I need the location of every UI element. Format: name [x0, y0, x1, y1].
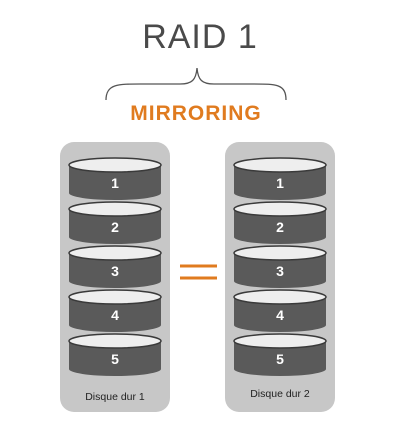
- drive-1: 1 2 3 4 5 Disque dur 1: [60, 142, 170, 412]
- equals-sign: [180, 264, 217, 280]
- disk-top: [68, 201, 162, 217]
- disk-cylinder: 1: [233, 157, 327, 200]
- disk-label: 1: [276, 175, 284, 191]
- disk-body: [234, 209, 326, 244]
- disk-cylinder: 4: [68, 289, 162, 332]
- disk-cylinder: 2: [233, 201, 327, 244]
- diagram-subtitle: MIRRORING: [130, 102, 262, 125]
- disk-top: [68, 333, 162, 349]
- disk-label: 3: [276, 263, 284, 279]
- disk-cylinder: 5: [68, 333, 162, 376]
- disk-label: 2: [276, 219, 284, 235]
- disk-body: [69, 165, 161, 200]
- disk-cylinder: 2: [68, 201, 162, 244]
- disk-label: 2: [111, 219, 119, 235]
- disk-body: [234, 253, 326, 288]
- disk-top: [233, 157, 327, 173]
- disk-body: [234, 297, 326, 332]
- disk-top: [233, 201, 327, 217]
- disk-label: 4: [111, 307, 119, 323]
- disk-top: [233, 245, 327, 261]
- disk-label: 5: [276, 351, 284, 367]
- disk-body: [69, 253, 161, 288]
- disk-stack: 1 2 3 4 5: [233, 157, 327, 376]
- disk-body: [69, 297, 161, 332]
- disk-label: 4: [276, 307, 284, 323]
- disk-body: [69, 341, 161, 376]
- disk-cylinder: 4: [233, 289, 327, 332]
- disk-top: [68, 245, 162, 261]
- disk-cylinder: 3: [233, 245, 327, 288]
- drive-label: Disque dur 2: [250, 388, 310, 400]
- disk-body: [234, 165, 326, 200]
- disk-cylinder: 1: [68, 157, 162, 200]
- disk-body: [234, 341, 326, 376]
- disk-cylinder: 5: [233, 333, 327, 376]
- disk-top: [233, 289, 327, 305]
- drive-2: 1 2 3 4 5 Disque dur 2: [225, 142, 335, 412]
- disk-label: 1: [111, 175, 119, 191]
- disk-top: [233, 333, 327, 349]
- disk-cylinder: 3: [68, 245, 162, 288]
- disk-label: 5: [111, 351, 119, 367]
- disk-top: [68, 289, 162, 305]
- disk-top: [68, 157, 162, 173]
- disk-stack: 1 2 3 4 5: [68, 157, 162, 376]
- drive-label: Disque dur 1: [85, 391, 145, 403]
- disk-label: 3: [111, 263, 119, 279]
- diagram-title: RAID 1: [142, 18, 258, 56]
- disk-body: [69, 209, 161, 244]
- curly-brace: [105, 67, 287, 101]
